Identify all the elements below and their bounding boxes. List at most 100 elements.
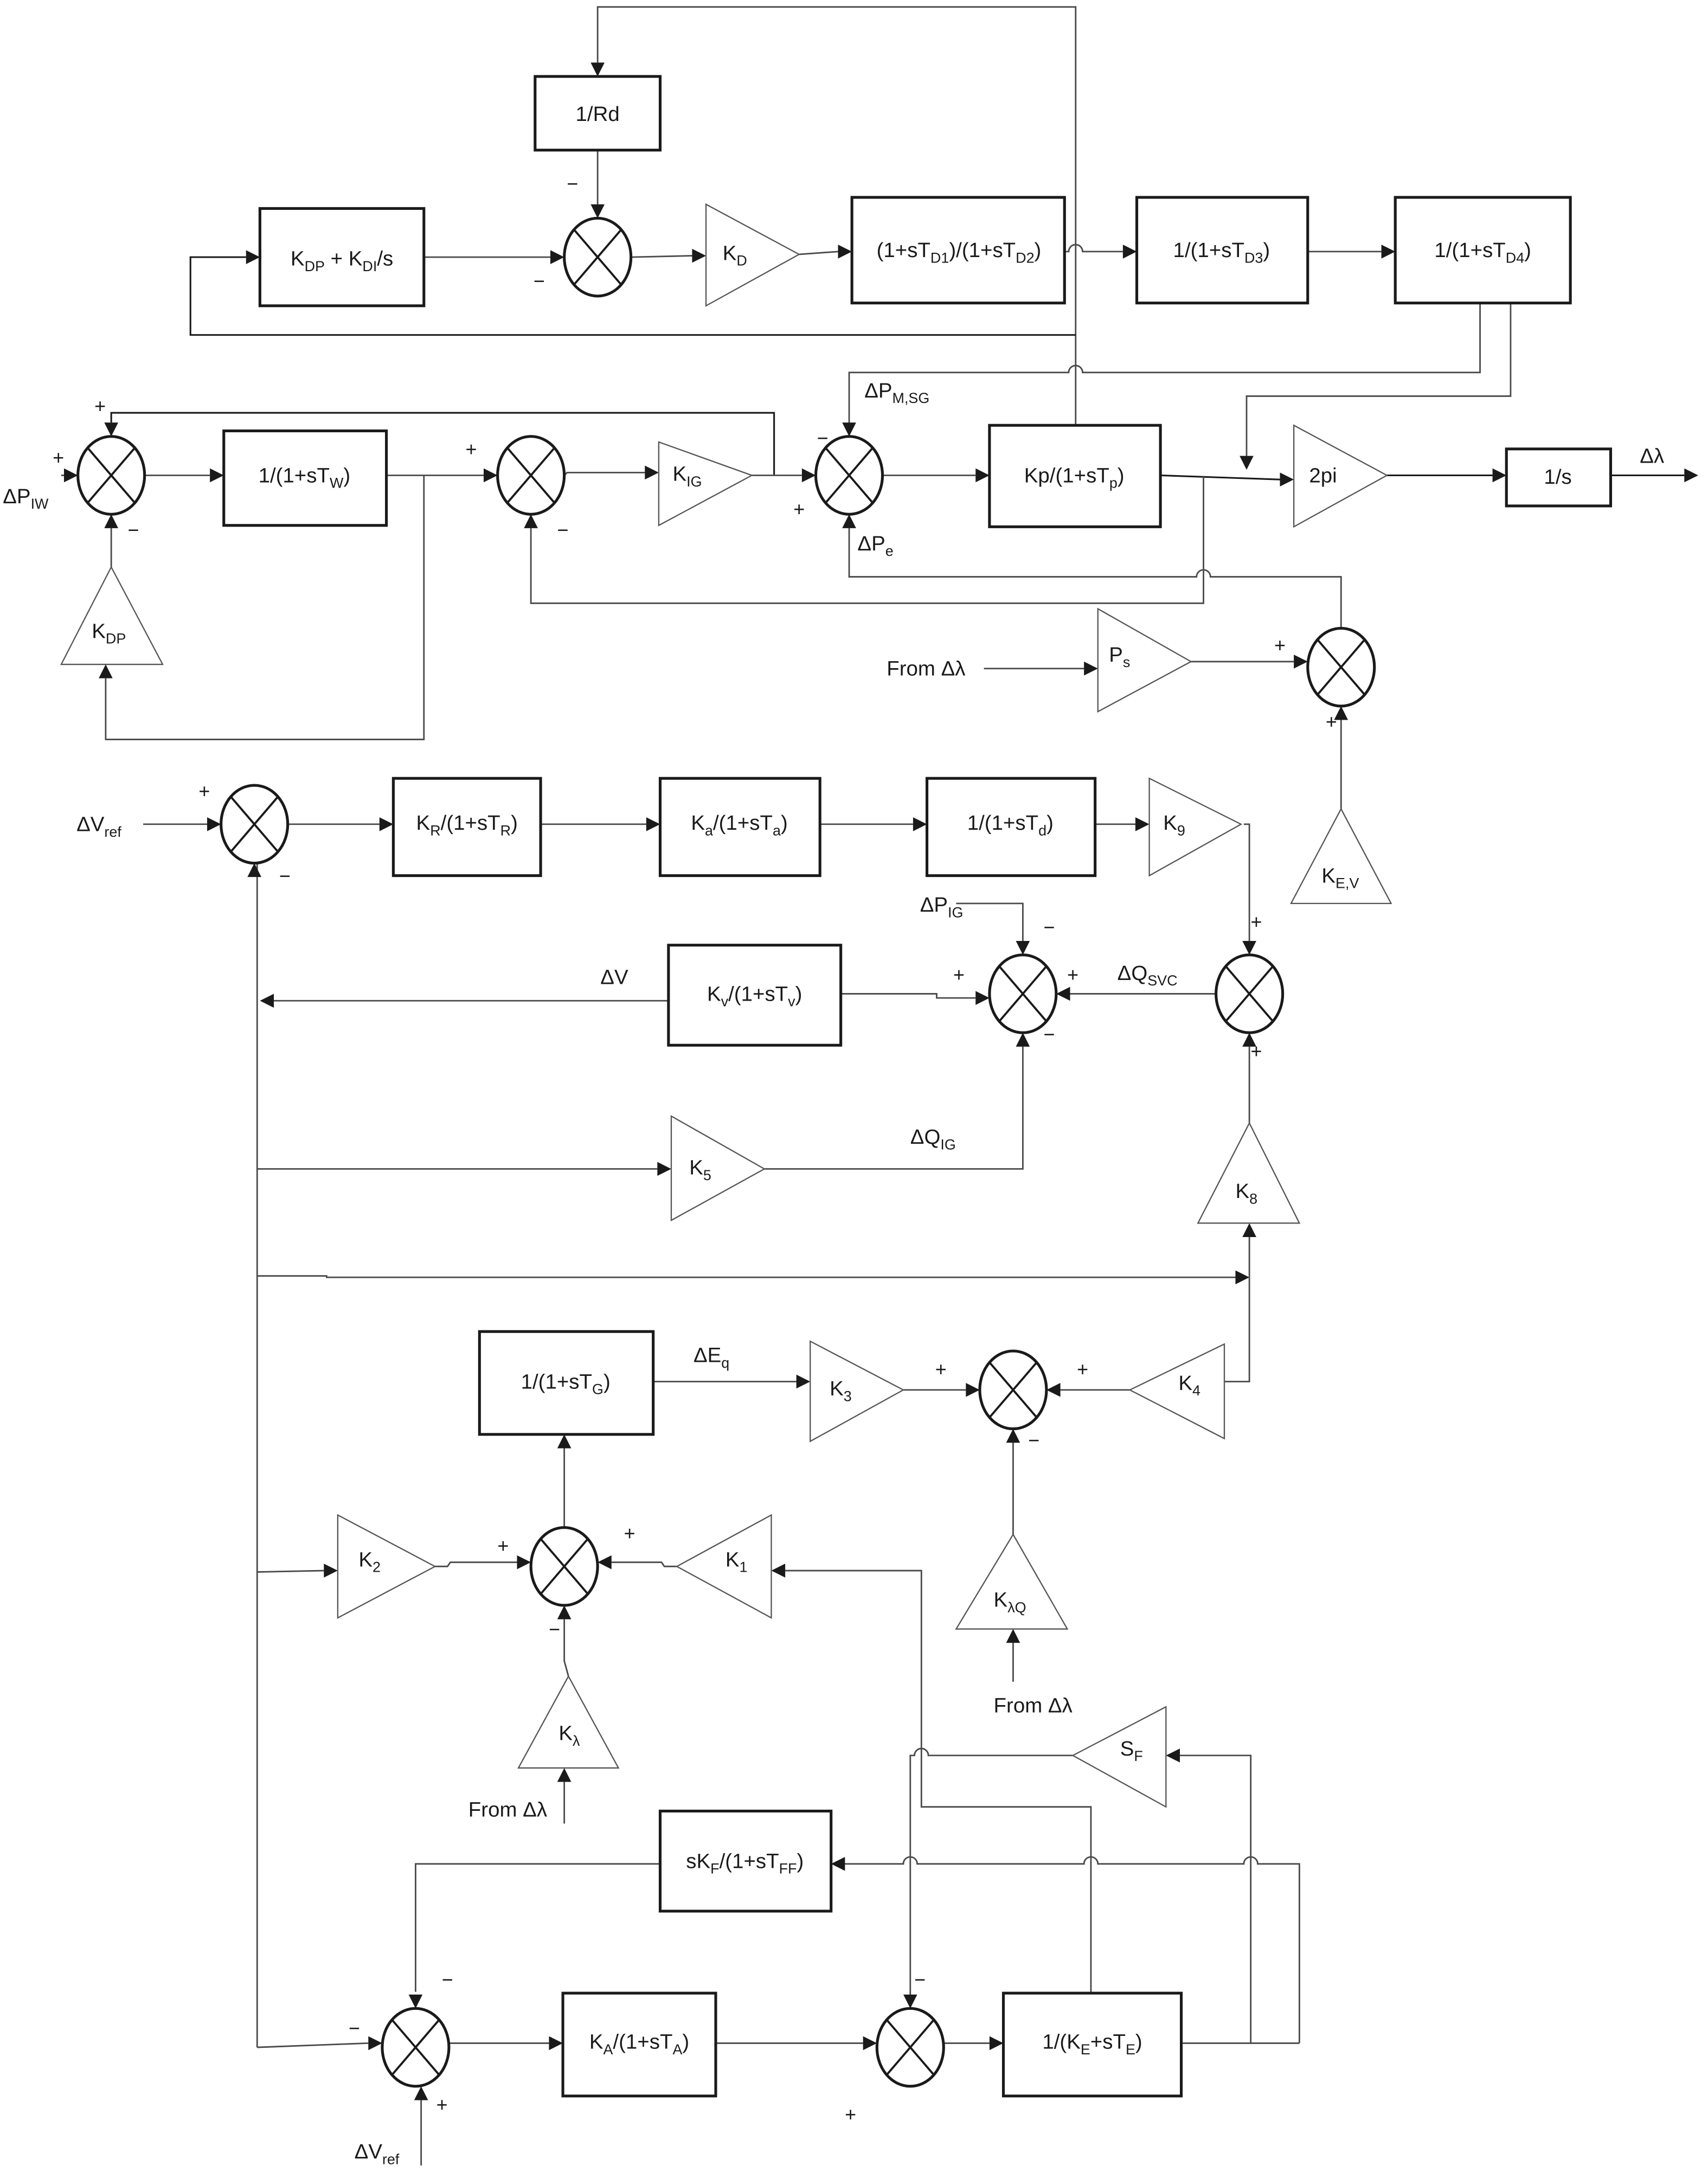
block-kv[interactable]: Kv/(1+sTv) [667,944,843,1047]
gain-kig-label: KIG [673,463,702,490]
block-skf[interactable]: sKF/(1+sTFF) [658,1809,833,1913]
gain-k-lambda[interactable]: Kλ [517,1675,620,1769]
gain-k1[interactable]: K1 [675,1514,772,1619]
gain-k3[interactable]: K3 [810,1340,905,1443]
arrow-into-kl [557,1767,572,1782]
block-kdp-kdi-label: KDP + KDI/s [291,247,393,274]
arrow-into-klq [1006,1629,1020,1643]
signal-dp-ig: ΔPIG [920,893,964,920]
sign-sum7-left: + [953,964,965,985]
block-lead-lag[interactable]: (1+sTD1)/(1+sTD2) [850,196,1066,305]
wire-bus-to-k8 [257,1275,1236,1278]
block-td4[interactable]: 1/(1+sTD4) [1394,196,1572,305]
arrow-into-sum9-left [966,1383,980,1397]
sign-sum3-bottom: − [557,519,569,541]
gain-2pi[interactable]: 2pi [1293,424,1389,528]
arrow-into-sf [1166,1748,1180,1763]
wire-td4-to-msg [848,303,1481,424]
block-kp-label: Kp/(1+sTp) [1024,464,1125,491]
signal-from-d-lambda-klq: From Δλ [994,1694,1073,1717]
sum-kig-input[interactable] [496,435,566,516]
wire-to-k1 [785,1570,1092,1994]
sign-sum2-top: + [94,395,106,417]
sum-svc[interactable] [1215,953,1285,1034]
sum-frequency-droop[interactable] [563,216,633,298]
sign-sum2-left: + [53,447,64,469]
wire-kp-feedback-sum3 [530,477,1204,604]
arrow-into-sum10-right [598,1555,612,1570]
block-ke[interactable]: 1/(KE+sTE) [1001,1991,1183,2098]
gain-k9[interactable]: K9 [1148,777,1243,877]
block-tw[interactable]: 1/(1+sTW) [222,429,388,527]
signal-from-d-lambda-ps: From Δλ [887,657,965,681]
sum-reactive-ig[interactable] [988,953,1058,1034]
gain-k2[interactable]: K2 [337,1514,436,1619]
arrow-into-kd [692,248,707,263]
arrow-into-sum6-bottom [247,863,261,877]
gain-kev[interactable]: KE,V [1290,808,1392,905]
sum-exciter-feedback[interactable] [875,2007,945,2088]
gain-sf[interactable]: SF [1071,1706,1167,1808]
signal-dp-iw: ΔPIW [3,485,49,512]
block-kp[interactable]: Kp/(1+sTp) [988,424,1162,528]
sign-sum4-bottom: + [793,498,805,520]
signal-dq-svc: ΔQSVC [1118,962,1178,989]
gain-kig[interactable]: KIG [658,441,754,527]
arrowheads [64,62,1698,2100]
gain-kdp[interactable]: KDP [60,566,164,665]
gain-k4[interactable]: K4 [1128,1343,1225,1440]
gain-k-lambda-q[interactable]: KλQ [955,1533,1069,1630]
block-td3[interactable]: 1/(1+sTD3) [1135,196,1309,305]
arrow-into-td4 [1381,245,1396,259]
arrow-into-sum2-top [104,422,118,437]
sum-ps-kev[interactable] [1306,626,1376,708]
gain-k5[interactable]: K5 [670,1114,766,1222]
sum-wind-input[interactable] [76,435,146,516]
wire-td4-to-2pi-line [1245,303,1512,456]
sign-sum11-left: − [349,2017,360,2039]
arrow-into-sum1-left [550,250,564,264]
block-integrator[interactable]: 1/s [1505,447,1613,508]
summing-junctions [76,216,1376,2088]
wire-kig-feedback-top [110,412,775,476]
block-td[interactable]: 1/(1+sTd) [925,777,1097,877]
wire-dpig-to-sum7 [956,902,1024,941]
sign-sum11-bottom: + [436,2094,448,2116]
arrow-into-kdp [99,664,113,678]
block-inv-rd[interactable]: 1/Rd [534,75,662,152]
sum-exciter-ref[interactable] [381,2007,451,2088]
wire-k1-to-sum10 [611,1561,677,1567]
block-kr[interactable]: KR/(1+sTR) [391,777,542,877]
sum-voltage-ref[interactable] [220,784,290,865]
gain-k2-label: K2 [358,1548,381,1575]
block-lead-lag-label: (1+sTD1)/(1+sTD2) [877,239,1042,266]
sign-sum9-right: + [1077,1359,1088,1380]
sum-power-balance[interactable] [814,435,884,516]
block-tg-label: 1/(1+sTG) [521,1370,611,1397]
wires [61,6,1685,2166]
gain-kev-label: KE,V [1321,864,1359,891]
sum-field[interactable] [529,1526,599,1607]
arrow-into-skf [831,1856,845,1871]
arrow-into-sum9-bottom [1006,1428,1020,1443]
block-ka-small[interactable]: Ka/(1+sTa) [658,777,821,877]
gain-kd[interactable]: KD [705,203,801,307]
block-tg[interactable]: 1/(1+sTG) [478,1330,655,1436]
block-ka[interactable]: KA/(1+sTA) [561,1991,717,2098]
block-ka-label: KA/(1+sTA) [589,2030,689,2058]
gain-k8[interactable]: K8 [1197,1122,1301,1224]
arrow-into-sum7-right [1056,986,1070,1001]
arrow-into-kr [379,817,394,831]
signal-dv: ΔV [600,966,628,989]
arrow-into-kig [645,465,659,480]
sign-sum12-top: − [914,1969,926,1990]
signal-de-q: ΔEq [694,1344,729,1371]
sign-sum1-left: − [534,271,545,292]
gain-ps[interactable]: Ps [1097,607,1192,713]
arrow-into-sum4-top [842,422,856,437]
block-kdp-kdi[interactable]: KDP + KDI/s [258,207,426,308]
block-integrator-label: 1/s [1544,465,1571,489]
wire-kv-to-sum7 [840,993,976,999]
sum-eq[interactable] [978,1349,1048,1431]
